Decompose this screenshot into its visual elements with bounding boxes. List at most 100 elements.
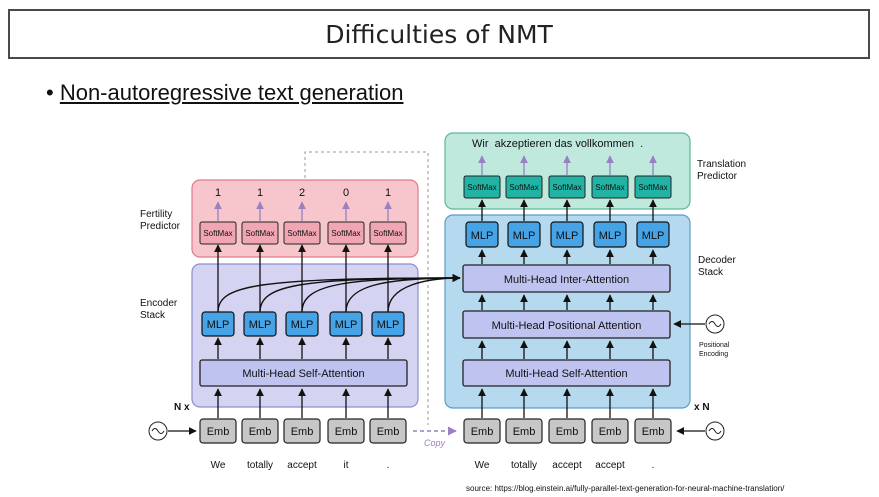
translation-softmax-box bbox=[634, 175, 672, 199]
source-word: accept bbox=[287, 460, 317, 471]
translation-label-line-1: Translation bbox=[697, 159, 746, 170]
decoder-mlp-box bbox=[465, 221, 499, 248]
encoder-emb-box bbox=[283, 418, 321, 444]
encoder-emb-box bbox=[241, 418, 279, 444]
fertility-to-copy-connector bbox=[304, 151, 429, 425]
translation-softmax-box bbox=[591, 175, 629, 199]
source-citation: source: https://blog.einstein.ai/fully-p… bbox=[466, 484, 785, 493]
fertility-softmax-box bbox=[327, 221, 365, 245]
encoder-to-decoder-curve bbox=[387, 273, 461, 313]
source-word: We bbox=[211, 460, 226, 471]
encoder-emb-label: Emb bbox=[291, 426, 314, 438]
nx-left-label: N x bbox=[174, 402, 190, 413]
decoder-emb-label: Emb bbox=[556, 426, 579, 438]
decoder-emb-box bbox=[548, 418, 586, 444]
encoder-mlp-label: MLP bbox=[335, 319, 358, 331]
decoder-emb-box bbox=[505, 418, 543, 444]
fertility-softmax-box bbox=[241, 221, 279, 245]
decoder-mlp-label: MLP bbox=[642, 230, 665, 242]
encoder-emb-label: Emb bbox=[377, 426, 400, 438]
decoder-self-attention-label: Multi-Head Self-Attention bbox=[505, 368, 627, 380]
fertility-value: 2 bbox=[299, 187, 305, 199]
slide-title-box: Difficulties of NMT bbox=[8, 9, 870, 59]
decoder-emb-label: Emb bbox=[642, 426, 665, 438]
decoder-emb-box bbox=[591, 418, 629, 444]
encoder-emb-box bbox=[327, 418, 365, 444]
encoder-self-attention-label: Multi-Head Self-Attention bbox=[242, 368, 364, 380]
translation-softmax-label: SoftMax bbox=[638, 183, 667, 192]
decoder-positional-attention-label: Multi-Head Positional Attention bbox=[492, 320, 642, 332]
decoder-mlp-box bbox=[593, 221, 627, 248]
fertility-softmax-box bbox=[283, 221, 321, 245]
decoder-mlp-label: MLP bbox=[599, 230, 622, 242]
bullet-text: Non-autoregressive text generation bbox=[59, 80, 404, 105]
translation-softmax-label: SoftMax bbox=[595, 183, 624, 192]
positional-encoding-symbol bbox=[705, 314, 725, 334]
decoder-inter-attention-label: Multi-Head Inter-Attention bbox=[504, 274, 629, 286]
decoder-label-line-1: Decoder bbox=[698, 255, 736, 266]
encoder-emb-box bbox=[199, 418, 237, 444]
fertility-value: 0 bbox=[343, 187, 349, 199]
encoder-emb-label: Emb bbox=[207, 426, 230, 438]
source-word: . bbox=[387, 460, 390, 471]
decoder-mlp-box bbox=[550, 221, 584, 248]
decoder-input-word: accept bbox=[552, 460, 582, 471]
translation-softmax-label: SoftMax bbox=[552, 183, 581, 192]
encoder-self-attention-box bbox=[199, 359, 408, 387]
fertility-softmax-label: SoftMax bbox=[331, 229, 360, 238]
translation-softmax-box bbox=[505, 175, 543, 199]
fertility-softmax-label: SoftMax bbox=[373, 229, 402, 238]
decoder-emb-box bbox=[634, 418, 672, 444]
fertility-label-line-2: Predictor bbox=[140, 221, 181, 232]
decoder-input-word: . bbox=[652, 460, 655, 471]
translation-label-line-2: Predictor bbox=[697, 171, 738, 182]
encoder-label-line-2: Stack bbox=[140, 310, 166, 321]
encoder-to-decoder-curve bbox=[345, 277, 461, 313]
bullet-point: • Non-autoregressive text generation bbox=[46, 80, 403, 106]
fertility-label-line-1: Fertility bbox=[140, 209, 172, 220]
decoder-emb-label: Emb bbox=[599, 426, 622, 438]
encoder-label-line-1: Encoder bbox=[140, 298, 178, 309]
positional-encoding-label-line-1: Positional bbox=[699, 342, 730, 349]
decoder-emb-label: Emb bbox=[471, 426, 494, 438]
decoder-positional-attention-box bbox=[462, 310, 671, 339]
encoder-mlp-label: MLP bbox=[377, 319, 400, 331]
decoder-emb-box bbox=[463, 418, 501, 444]
bullet-marker: • bbox=[46, 80, 54, 105]
source-word: it bbox=[344, 460, 349, 471]
copy-label: Copy bbox=[424, 438, 446, 448]
decoder-mlp-box bbox=[507, 221, 541, 248]
translation-softmax-box bbox=[463, 175, 501, 199]
encoder-mlp-label: MLP bbox=[291, 319, 314, 331]
fertility-softmax-box bbox=[199, 221, 237, 245]
decoder-mlp-label: MLP bbox=[471, 230, 494, 242]
fertility-value: 1 bbox=[215, 187, 221, 199]
translation-softmax-box bbox=[548, 175, 586, 199]
fertility-value: 1 bbox=[385, 187, 391, 199]
encoder-mlp-label: MLP bbox=[207, 319, 230, 331]
decoder-mlp-box bbox=[636, 221, 670, 248]
decoder-mlp-label: MLP bbox=[513, 230, 536, 242]
decoder-input-word: accept bbox=[595, 460, 625, 471]
nx-right-label: x N bbox=[694, 402, 710, 413]
encoder-emb-label: Emb bbox=[249, 426, 272, 438]
encoder-emb-label: Emb bbox=[335, 426, 358, 438]
decoder-self-attention-box bbox=[462, 359, 671, 387]
decoder-label-line-2: Stack bbox=[698, 267, 724, 278]
decoder-input-word: totally bbox=[511, 460, 537, 471]
source-word: totally bbox=[247, 460, 273, 471]
left-positional-encoding-symbol bbox=[148, 421, 168, 441]
right-positional-encoding-symbol bbox=[705, 421, 725, 441]
encoder-mlp-label: MLP bbox=[249, 319, 272, 331]
output-sentence: Wir akzeptieren das vollkommen . bbox=[472, 138, 643, 150]
fertility-softmax-label: SoftMax bbox=[203, 229, 232, 238]
fertility-softmax-label: SoftMax bbox=[245, 229, 274, 238]
positional-encoding-label-line-2: Encoding bbox=[699, 351, 728, 358]
decoder-mlp-label: MLP bbox=[556, 230, 579, 242]
fertility-value: 1 bbox=[257, 187, 263, 199]
translation-softmax-label: SoftMax bbox=[509, 183, 538, 192]
fertility-softmax-label: SoftMax bbox=[287, 229, 316, 238]
decoder-input-word: We bbox=[475, 460, 490, 471]
decoder-inter-attention-box bbox=[462, 264, 671, 293]
